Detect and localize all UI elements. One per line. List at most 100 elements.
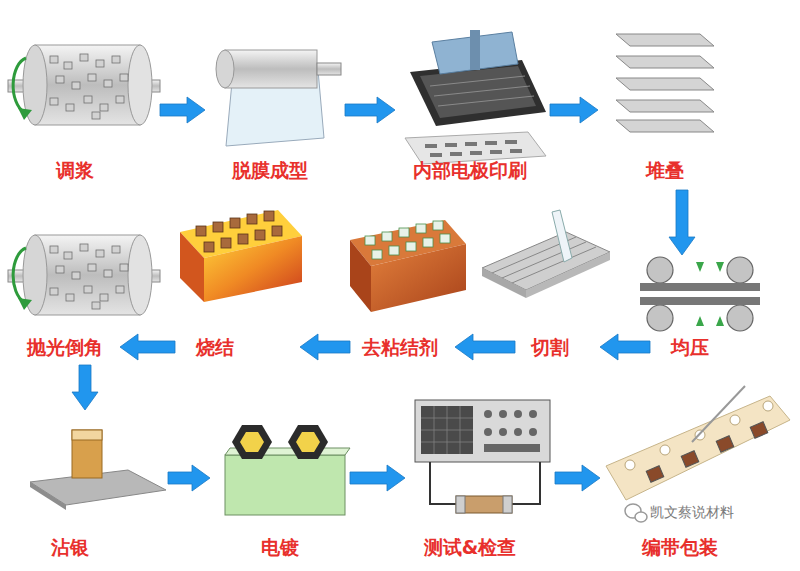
debinder-oven-part-part (433, 221, 443, 230)
process-step: 电镀 (210, 410, 350, 565)
flow-arrow (550, 97, 598, 123)
film-casting-part (216, 50, 234, 88)
debinder-oven-part-part (389, 246, 399, 255)
screen-printer-part-part (490, 150, 502, 154)
film-casting-part (317, 63, 341, 75)
sintering-kiln-part (196, 211, 282, 252)
silver-dip-part (30, 482, 66, 510)
sintering-kiln-part-part (221, 238, 231, 248)
flow-arrow (120, 334, 175, 360)
plating-tank-part (232, 425, 328, 459)
debinder-oven-part-part (372, 250, 382, 259)
sintering-kiln-part (204, 236, 302, 302)
sintering-kiln-part-part (272, 226, 282, 236)
flow-arrow (455, 334, 515, 360)
sintering-kiln-part-part (204, 242, 214, 252)
tester-part-part (514, 410, 522, 418)
sintering-kiln-part-part (196, 226, 206, 236)
sintering-kiln-part-part (255, 230, 265, 240)
screen-printer-part-part (430, 153, 442, 157)
tester-part (456, 496, 512, 513)
tester-part-part (434, 406, 435, 454)
tester-part-part (499, 428, 507, 436)
tape-reel-part-part (716, 436, 734, 453)
flow-arrow (555, 465, 600, 491)
tester-part (415, 400, 550, 462)
tester-part-part (529, 410, 537, 418)
flow-arrow (350, 465, 405, 491)
screen-printer-part-part (430, 76, 525, 86)
debinder-oven-part-part (406, 242, 416, 251)
press-part (640, 283, 760, 291)
tape-reel-part-part (625, 460, 635, 470)
sintering-kiln-part-part (213, 222, 223, 232)
silver-dip-part (72, 430, 102, 440)
process-step: 脱膜成型 (205, 30, 345, 190)
step-label: 切割 (531, 335, 569, 359)
cutting-part (552, 210, 572, 262)
step-label: 测试&检查 (424, 535, 517, 559)
step-label: 烧结 (196, 335, 234, 359)
tester-part-part (529, 428, 537, 436)
process-step: 抛光倒角 (20, 215, 120, 365)
stacked-sheets-part (616, 100, 714, 112)
step-label: 沾银 (51, 535, 89, 559)
tester-part (421, 406, 473, 454)
tape-reel-part-part (660, 445, 670, 455)
plating-tank (225, 425, 350, 515)
tape-reel-part (646, 422, 768, 483)
screen-printer (405, 30, 546, 164)
process-step: 沾银 (25, 410, 168, 565)
press-part-part (696, 262, 704, 272)
screen-printer-part-part (485, 141, 497, 145)
sintering-kiln-part-part (264, 211, 274, 221)
step-label: 抛光倒角 (27, 335, 103, 359)
process-step: 编带包装 (600, 385, 790, 565)
watermark-icon (625, 504, 647, 522)
watermark-icon-part (635, 512, 647, 522)
screen-printer-part-part (465, 142, 477, 146)
screen-printer-part (470, 30, 480, 70)
step-label: 堆叠 (646, 158, 684, 182)
step-label: 去粘结剂 (362, 335, 438, 359)
step-label: 脱膜成型 (232, 158, 308, 182)
screen-printer-part-part (510, 149, 522, 153)
sintering-kiln-part-part (247, 214, 257, 224)
tester-part-part (484, 444, 540, 452)
sintering-kiln (180, 210, 302, 302)
cutting (482, 210, 610, 298)
stacked-sheets-part (616, 78, 714, 90)
flow-arrow (72, 365, 98, 410)
process-illustrations-part (8, 235, 160, 315)
sintering-kiln-part-part (238, 234, 248, 244)
step-label: 电镀 (261, 535, 299, 559)
process-step: 烧结 (175, 200, 300, 365)
watermark: 凯文蔡说材料 (648, 503, 736, 521)
plating-tank-part-part (232, 425, 272, 459)
process-step: 去粘结剂 (350, 205, 455, 365)
press-part-part (647, 305, 673, 331)
plating-tank-part-part (288, 425, 328, 459)
screen-printer-part (420, 66, 536, 118)
screen-printer-part-part (438, 96, 534, 106)
tester-part (503, 496, 512, 513)
press (640, 257, 760, 331)
screen-printer-part (425, 140, 522, 157)
screen-printer-part-part (425, 144, 437, 148)
debinder-oven-part-part (440, 234, 450, 243)
screen-printer-part-part (470, 151, 482, 155)
step-label: 内部电极印刷 (413, 158, 527, 182)
flow-arrow (168, 465, 210, 491)
tape-reel-part-part (750, 422, 768, 439)
press-part-part (716, 262, 724, 272)
debinder-oven-part (365, 221, 450, 259)
screen-printer-part-part (505, 140, 517, 144)
flow-arrow (300, 334, 350, 360)
press-part (696, 262, 724, 326)
process-step: 均压 (650, 255, 760, 365)
flow-arrow (600, 334, 650, 360)
film-casting (216, 50, 341, 146)
press-part-part (727, 305, 753, 331)
